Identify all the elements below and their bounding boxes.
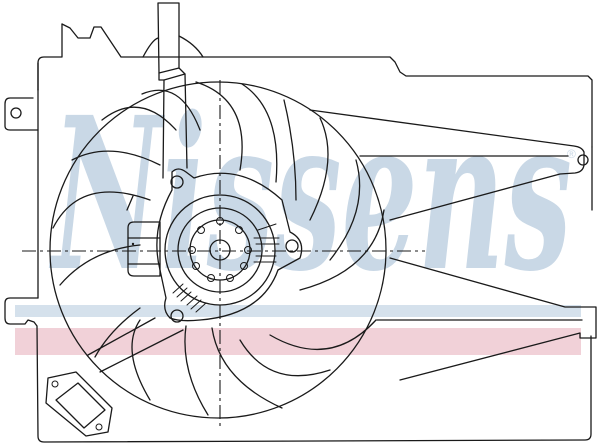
fan-shroud (4, 23, 593, 443)
watermark-blue-stripe (15, 305, 581, 317)
top-mounting-tab (142, 2, 204, 179)
watermark-red-stripe (15, 328, 581, 355)
registered-mark: ® (567, 147, 576, 161)
motor-struts (87, 195, 184, 373)
fan-blades (52, 81, 385, 416)
watermark-logo: Nissens ® (15, 71, 581, 355)
center-lines (22, 80, 425, 430)
resistor-plate (45, 371, 113, 437)
bolt-holes (188, 217, 252, 282)
right-mounting-arms (309, 109, 597, 381)
fan-ring (49, 81, 387, 419)
